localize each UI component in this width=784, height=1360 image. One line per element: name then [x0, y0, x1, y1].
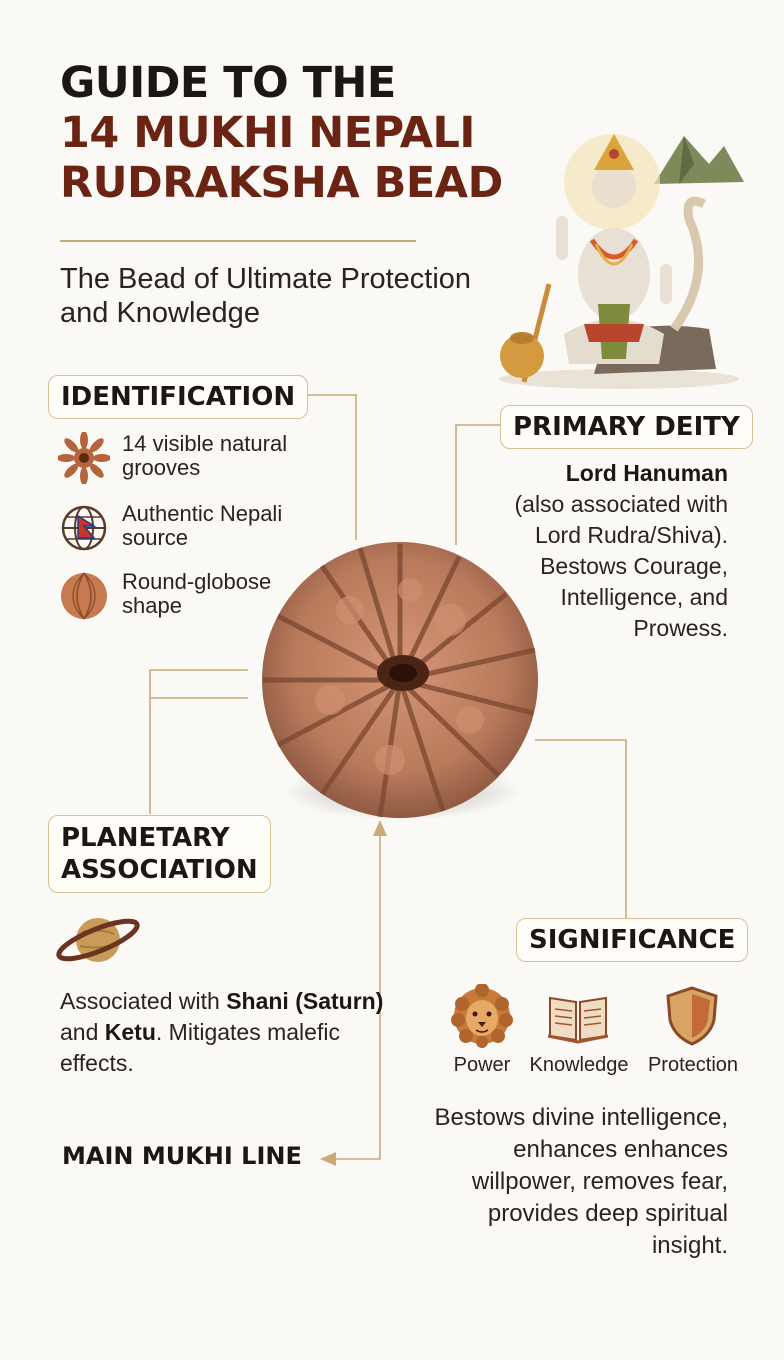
feature-grooves: 14 visible natural grooves — [58, 432, 312, 484]
planet-ketu: Ketu — [104, 1019, 156, 1045]
deity-name: Lord Hanuman — [565, 460, 728, 486]
significance-description: Bestows divine intelligence, enhances en… — [434, 1104, 729, 1259]
planetary-text-mid: and — [60, 1019, 105, 1045]
deity-text: (also associated with Lord Rudra/Shiva).… — [514, 491, 729, 641]
planet-shani: Shani (Saturn) — [226, 988, 384, 1014]
saturn-icon — [56, 918, 140, 962]
main-mukhi-line-label: MAIN MUKHI LINE — [62, 1142, 302, 1170]
round-bead-icon — [61, 572, 107, 620]
primary-deity-description: Lord Hanuman (also associated with Lord … — [468, 458, 729, 644]
feature-nepali-source: Authentic Nepali source — [58, 502, 312, 554]
grooves-icon — [58, 432, 110, 484]
significance-knowledge-label: Knowledge — [529, 1054, 629, 1076]
shield-icon — [666, 986, 718, 1046]
feature-round-text: Round-globose shape — [122, 569, 272, 618]
nepal-globe-icon — [61, 505, 107, 551]
planetary-heading-line-2: ASSOCIATION — [61, 855, 258, 885]
lion-icon — [451, 984, 513, 1048]
significance-heading: SIGNIFICANCE — [516, 918, 749, 962]
title-line-3: RUDRAKSHA BEAD — [60, 158, 503, 208]
feature-nepali-text: Authentic Nepali source — [122, 501, 283, 550]
primary-deity-heading: PRIMARY DEITY — [500, 405, 753, 449]
title-line-1: GUIDE TO THE — [60, 58, 396, 108]
feature-grooves-text: 14 visible natural grooves — [122, 431, 288, 480]
significance-protection-label: Protection — [647, 1054, 739, 1076]
significance-power-label: Power — [453, 1054, 511, 1076]
title-line-2: 14 MUKHI NEPALI — [60, 108, 475, 158]
page-title: GUIDE TO THE 14 MUKHI NEPALI RUDRAKSHA B… — [60, 58, 503, 208]
feature-round-shape: Round-globose shape — [58, 570, 312, 622]
planetary-text-prefix: Associated with — [60, 988, 227, 1014]
hanuman-illustration — [499, 134, 744, 389]
book-icon — [547, 996, 609, 1044]
identification-heading: IDENTIFICATION — [48, 375, 309, 419]
planetary-description: Associated with Shani (Saturn) and Ketu.… — [60, 986, 390, 1079]
planetary-heading-line-1: PLANETARY — [61, 823, 230, 853]
rudraksha-bead-image — [262, 542, 538, 820]
subtitle: The Bead of Ultimate Protection and Know… — [60, 263, 472, 329]
planetary-heading: PLANETARY ASSOCIATION — [48, 815, 271, 893]
planetary-text-suffix: . Mitigates malefic effects. — [60, 1019, 340, 1076]
title-divider — [60, 240, 416, 242]
